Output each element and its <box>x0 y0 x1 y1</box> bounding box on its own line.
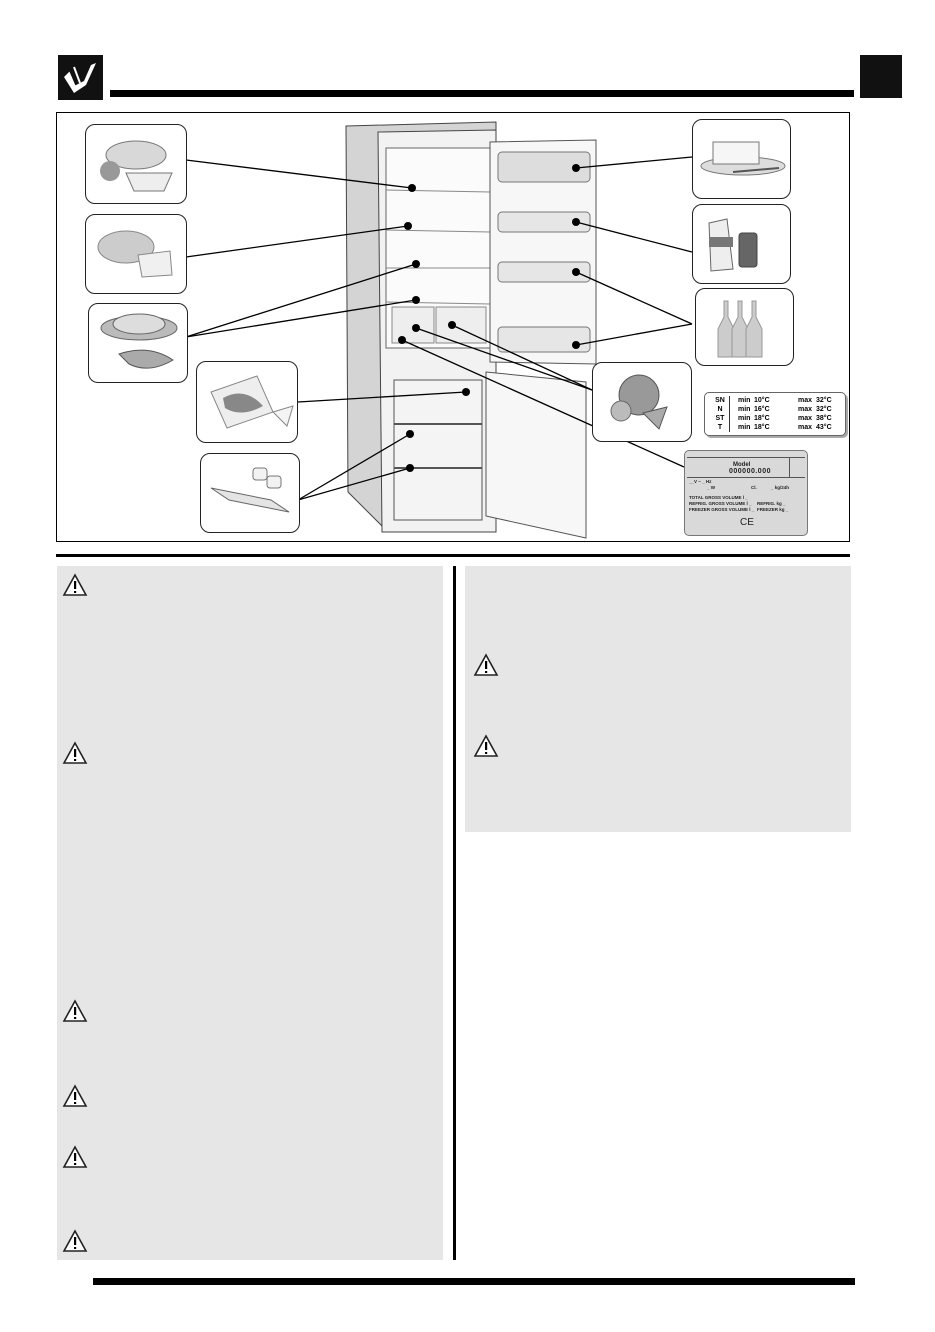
climate-row: SN min 10°C max 32°C <box>705 396 845 405</box>
callout-vegetables <box>592 362 692 442</box>
serial-number: 000000.000 <box>729 468 771 475</box>
warning-icon <box>62 741 88 764</box>
vegetables-icon <box>610 374 668 430</box>
milk-can-icon <box>708 218 758 272</box>
cheese-icon <box>97 230 173 278</box>
warning-icon <box>62 1084 88 1107</box>
model-label: Model <box>733 462 751 468</box>
warning-icon <box>62 1229 88 1252</box>
warning-icon <box>473 653 499 676</box>
open-book-icon <box>58 55 103 100</box>
refrigerator-diagram <box>185 121 693 539</box>
butter-icon <box>700 141 786 176</box>
figure-frame <box>56 112 850 542</box>
climate-class-table: SN min 10°C max 32°C N min 16°C max 32°C… <box>704 392 846 436</box>
callout-milk-cans <box>692 204 791 284</box>
wrapped-fish-icon <box>210 375 294 429</box>
callout-baked-goods <box>85 124 187 204</box>
warning-icon <box>62 1145 88 1168</box>
left-text-panel <box>57 566 443 1260</box>
warning-icon <box>473 734 499 757</box>
warning-icon <box>62 573 88 596</box>
leader-lines <box>185 156 693 501</box>
section-rule <box>56 554 850 557</box>
right-text-panel <box>465 566 851 832</box>
ice-tray-icon <box>210 467 290 513</box>
warning-icon <box>62 999 88 1022</box>
footer-rule <box>93 1278 855 1285</box>
callout-butter <box>692 119 791 199</box>
baked-goods-icon <box>100 140 173 192</box>
column-divider <box>453 566 456 1260</box>
callout-ice-tray <box>200 453 300 533</box>
rating-plate: Model 000000.000 __V ~ _ Hz _ W Cl. _ kg… <box>684 450 808 536</box>
callout-bottles <box>695 288 794 366</box>
climate-row: ST min 18°C max 38°C <box>705 414 845 423</box>
callout-meat-fish <box>88 303 188 383</box>
chicken-fish-icon <box>100 313 178 369</box>
climate-row: T min 18°C max 43°C <box>705 423 845 432</box>
ce-mark: CE <box>740 517 754 528</box>
section-tab-marker <box>860 55 902 98</box>
bottles-icon <box>717 300 763 358</box>
refrigerator-door <box>485 139 597 539</box>
refrigerator-body <box>345 121 497 533</box>
callout-frozen-fish <box>196 361 298 443</box>
leader-dots <box>398 164 580 472</box>
callout-cheese <box>85 214 187 294</box>
header-rule <box>110 90 854 97</box>
climate-row: N min 16°C max 32°C <box>705 405 845 414</box>
